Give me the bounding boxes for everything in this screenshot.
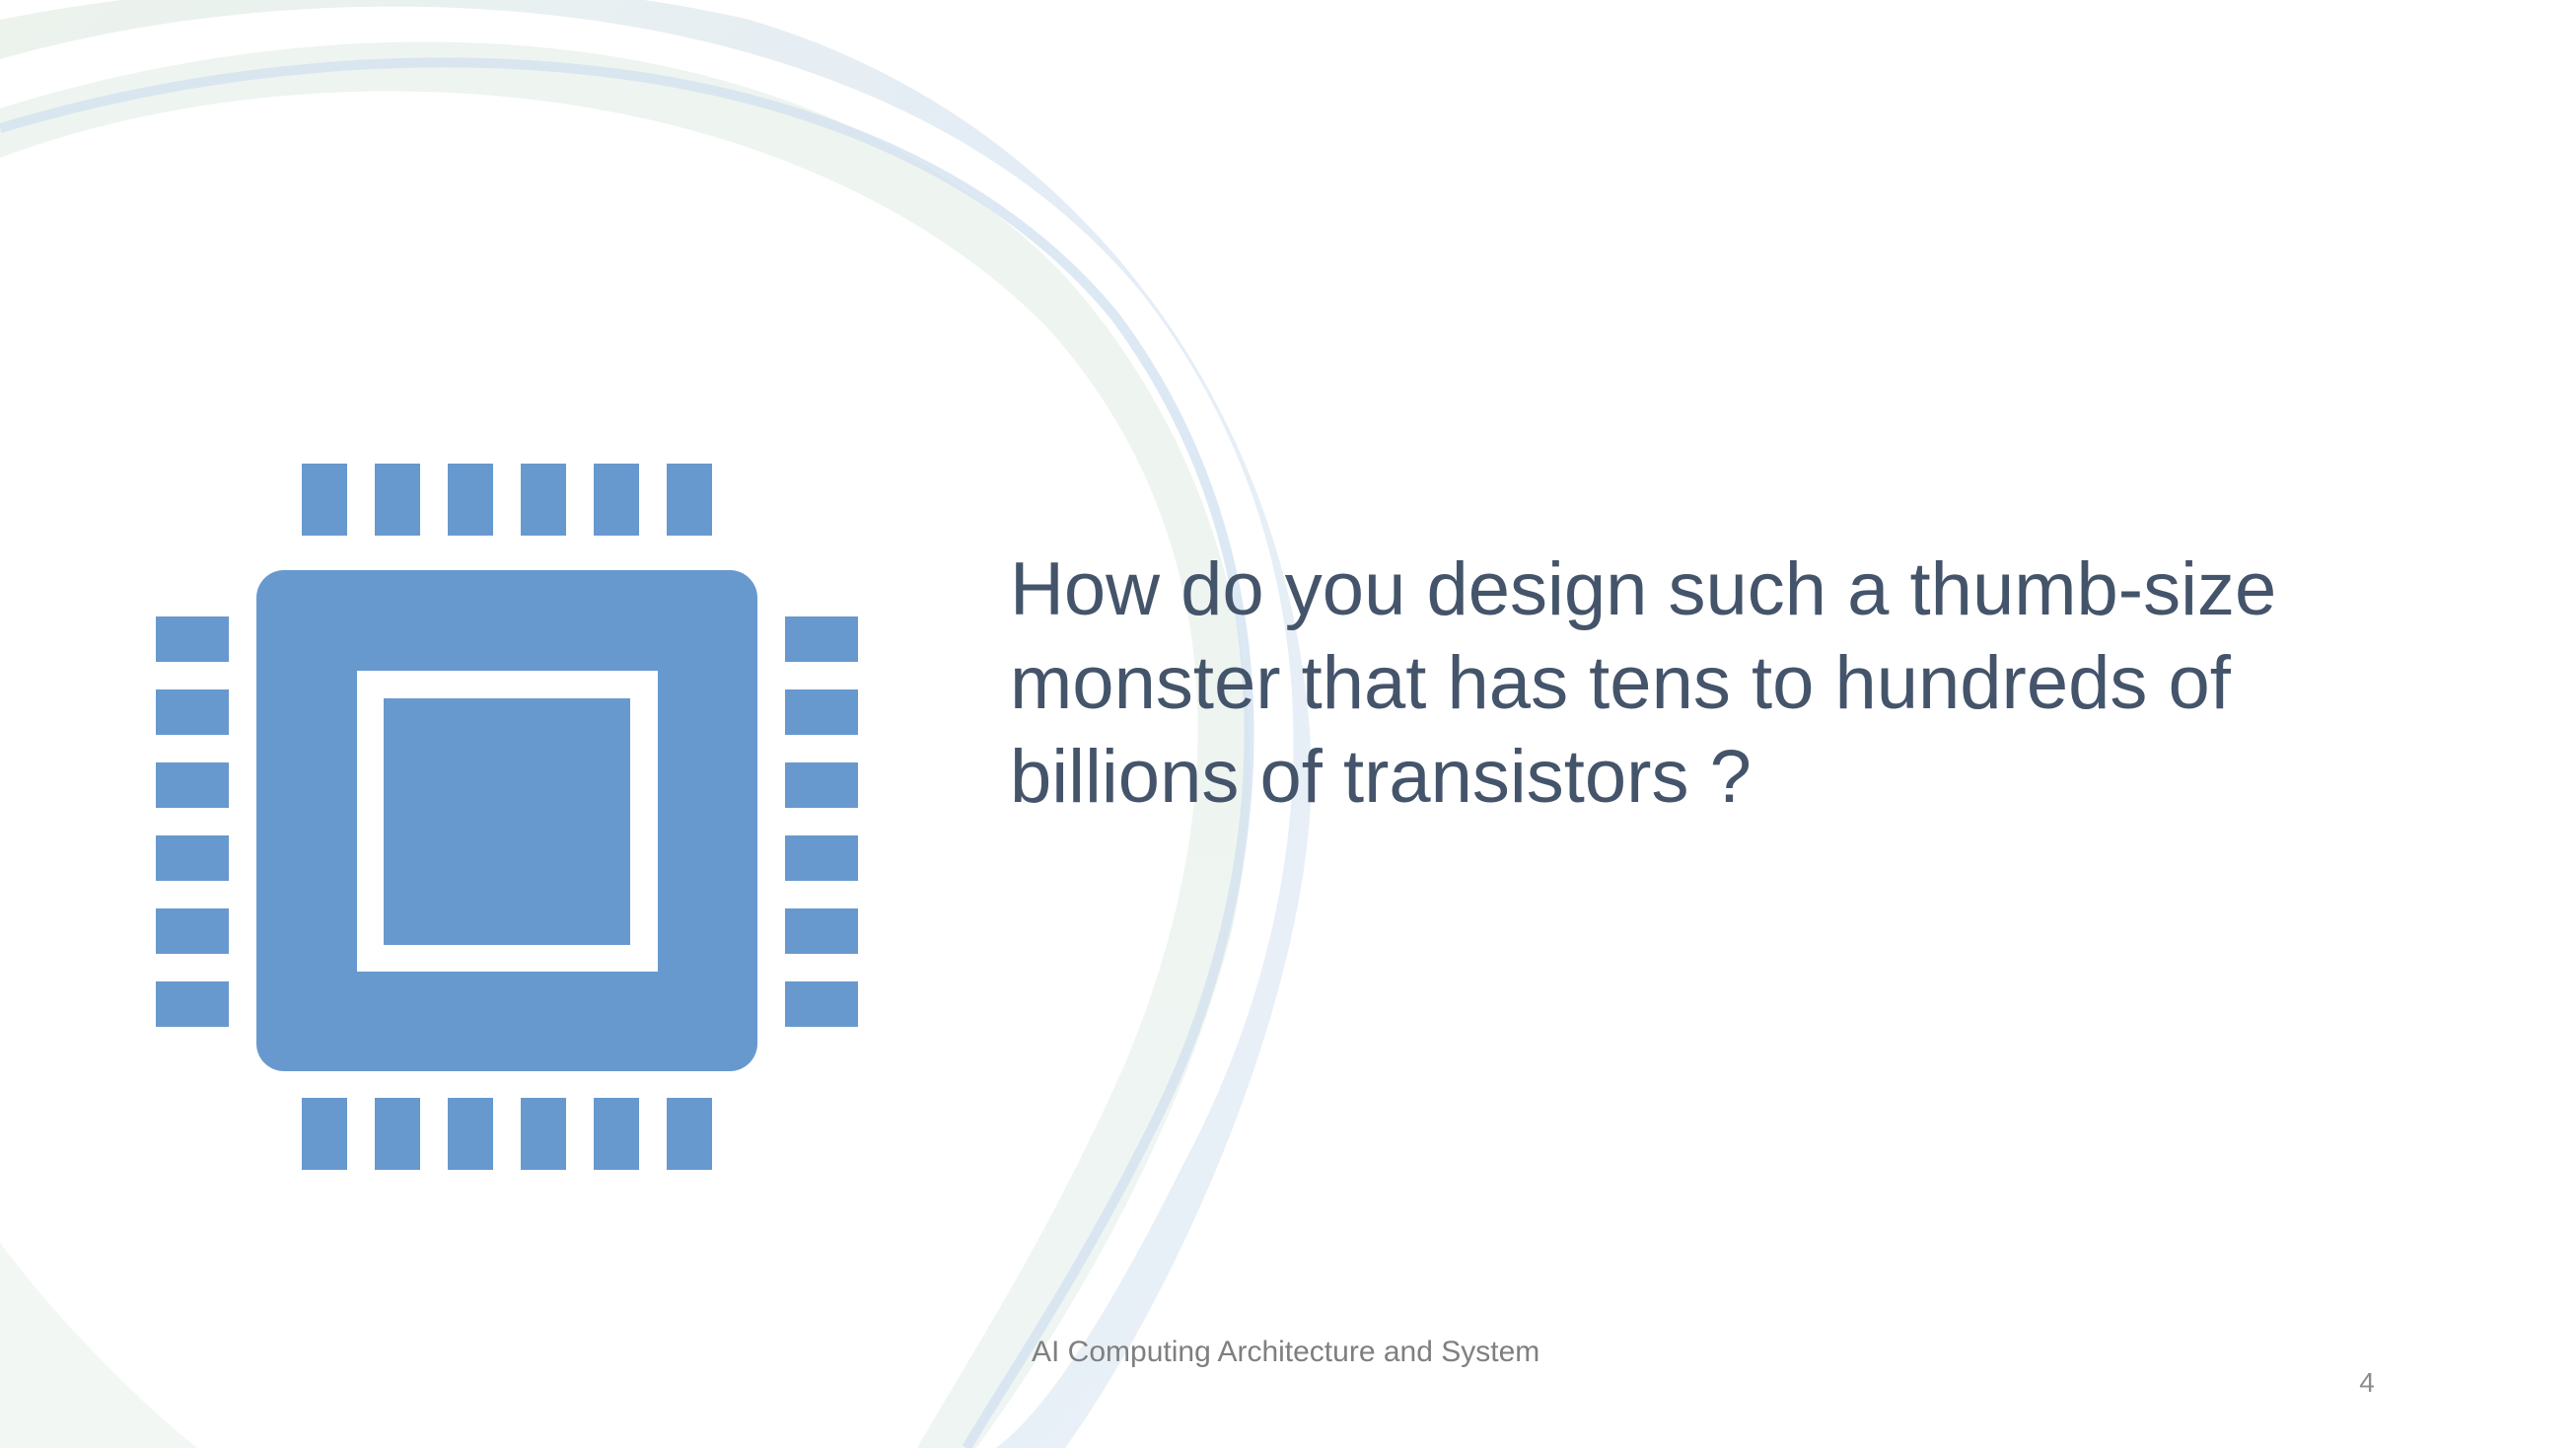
- slide-title: How do you design such a thumb-size mons…: [1010, 547, 2277, 819]
- processor-chip-icon: [156, 464, 858, 1170]
- slide-footer: AI Computing Architecture and System: [1032, 1336, 1540, 1368]
- slide-number: 4: [2359, 1367, 2375, 1398]
